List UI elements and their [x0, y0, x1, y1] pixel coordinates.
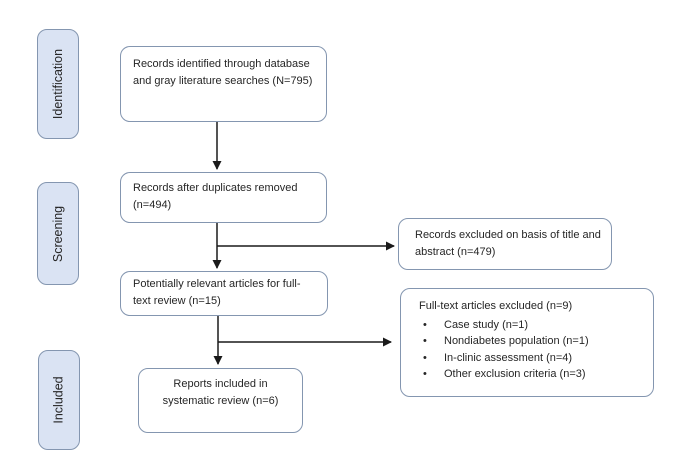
box-fulltext-review-text: Potentially relevant articles for full-t…: [133, 278, 301, 307]
list-item-text: Case study (n=1): [444, 318, 529, 331]
box-records-identified: Records identified through database and …: [120, 46, 327, 122]
stage-label-identification: Identification: [37, 29, 79, 139]
box-excluded-fulltext: Full-text articles excluded (n=9) • Case…: [400, 288, 654, 397]
bullet-icon: •: [423, 335, 427, 347]
box-records-identified-text: Records identified through database and …: [133, 58, 313, 87]
box-duplicates-removed: Records after duplicates removed (n=494): [120, 172, 327, 223]
stage-label-identification-text: Identification: [51, 48, 65, 120]
list-item: • In-clinic assessment (n=4): [419, 350, 645, 367]
box-fulltext-review: Potentially relevant articles for full-t…: [120, 271, 328, 316]
list-item: • Other exclusion criteria (n=3): [419, 366, 645, 383]
list-item-text: Other exclusion criteria (n=3): [444, 368, 586, 380]
bullet-icon: •: [423, 351, 427, 364]
box-included-review: Reports included in systematic review (n…: [138, 368, 303, 433]
list-item-text: Nondiabetes population (n=1): [444, 335, 589, 347]
list-item: • Case study (n=1): [419, 317, 645, 334]
box-excluded-title-abstract: Records excluded on basis of title and a…: [398, 218, 612, 270]
box-included-review-text: Reports included in systematic review (n…: [162, 378, 279, 407]
box-excluded-title-abstract-text: Records excluded on basis of title and a…: [415, 229, 601, 258]
box-excluded-fulltext-title: Full-text articles excluded (n=9): [419, 300, 573, 312]
stage-label-included-text: Included: [52, 376, 67, 424]
bullet-icon: •: [423, 368, 427, 380]
bullet-icon: •: [423, 318, 427, 331]
list-item: • Nondiabetes population (n=1): [419, 333, 645, 350]
box-duplicates-removed-text: Records after duplicates removed (n=494): [133, 182, 298, 211]
stage-label-screening-text: Screening: [51, 205, 66, 262]
stage-label-included: Included: [38, 350, 80, 450]
stage-label-screening: Screening: [37, 182, 79, 285]
excluded-fulltext-list: • Case study (n=1) • Nondiabetes populat…: [419, 317, 645, 383]
list-item-text: In-clinic assessment (n=4): [444, 351, 573, 364]
